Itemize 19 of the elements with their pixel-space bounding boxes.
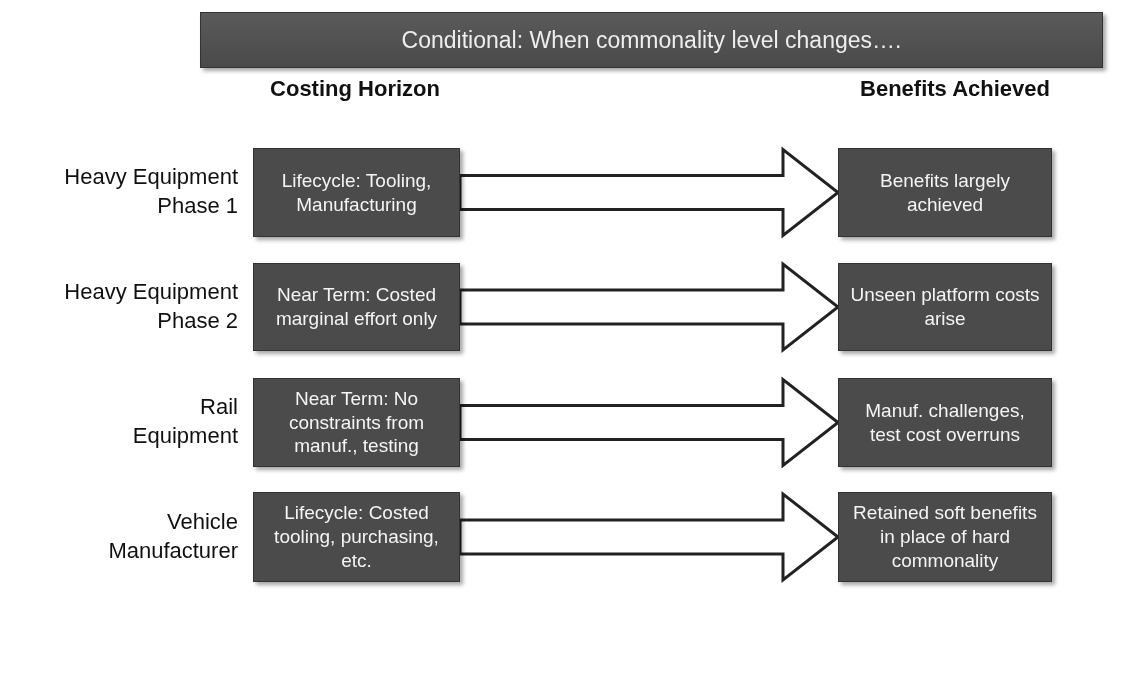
row-label: Heavy Equipment Phase 2 bbox=[63, 278, 238, 335]
row-label: Rail Equipment bbox=[131, 393, 238, 450]
block-arrow bbox=[458, 490, 841, 584]
row-label: Vehicle Manufacturer bbox=[107, 508, 238, 565]
process-box: Benefits largely achieved bbox=[838, 148, 1052, 237]
row-label: Heavy Equipment Phase 1 bbox=[63, 163, 238, 220]
process-box: Retained soft benefits in place of hard commonality bbox=[838, 492, 1052, 582]
title-banner: Conditional: When commonality level changes…. bbox=[200, 12, 1103, 68]
block-arrow bbox=[458, 146, 841, 239]
process-box: Lifecycle: Costed tooling, purchasing, etc. bbox=[253, 492, 460, 582]
column-heading: Benefits Achieved bbox=[860, 76, 1050, 102]
block-arrow bbox=[458, 260, 841, 354]
process-box: Near Term: No constraints from manuf., testing bbox=[253, 378, 460, 467]
process-box: Manuf. challenges, test cost overruns bbox=[838, 378, 1052, 467]
block-arrow bbox=[458, 376, 841, 469]
column-heading: Costing Horizon bbox=[270, 76, 440, 102]
process-box: Lifecycle: Tooling, Manufacturing bbox=[253, 148, 460, 237]
process-box: Near Term: Costed marginal effort only bbox=[253, 263, 460, 351]
process-box: Unseen platform costs arise bbox=[838, 263, 1052, 351]
